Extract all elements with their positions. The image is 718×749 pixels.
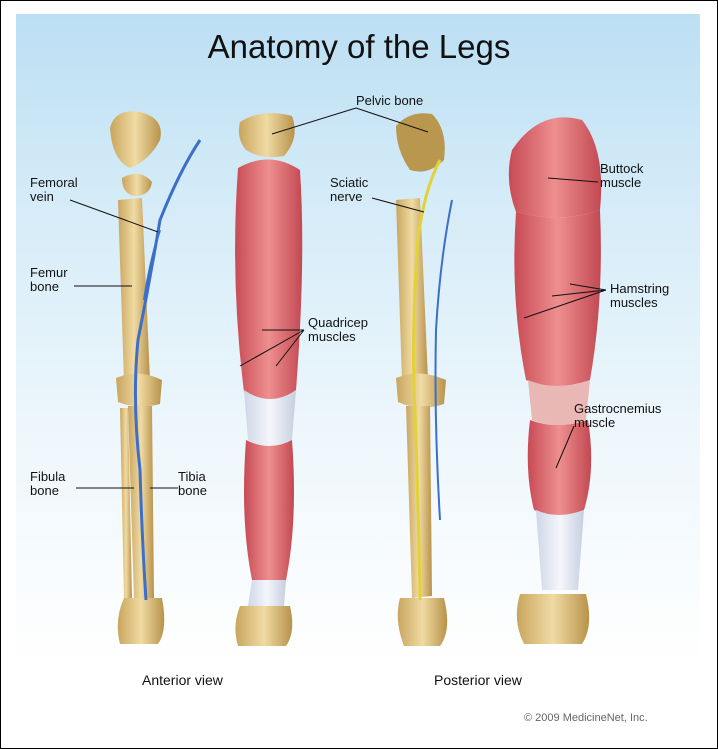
leader-femoral-vein <box>70 200 158 232</box>
label-sciatic-nerve: Sciatic nerve <box>330 176 368 204</box>
posterior-skeleton-leg <box>396 113 452 646</box>
copyright-notice: © 2009 MedicineNet, Inc. <box>524 712 648 724</box>
label-hamstring-muscles: Hamstring muscles <box>610 282 669 310</box>
quadricep-muscle-group <box>235 159 302 400</box>
knee-posterior <box>396 373 446 407</box>
achilles-tendon <box>536 510 584 590</box>
label-fibula-bone: Fibula bone <box>30 470 65 498</box>
femur-head <box>122 174 152 196</box>
pelvic-bone-right <box>239 113 295 157</box>
buttock-muscle-shape <box>509 117 601 217</box>
shin-muscle-anterior <box>244 440 294 585</box>
label-quadricep-muscles: Quadricep muscles <box>308 316 368 344</box>
caption-anterior-view: Anterior view <box>142 672 223 688</box>
ankle-tendon-anterior <box>248 580 286 606</box>
label-buttock-muscle: Buttock muscle <box>600 162 643 190</box>
posterior-muscle-leg <box>509 117 601 644</box>
label-pelvic-bone: Pelvic bone <box>356 94 423 108</box>
label-gastrocnemius-muscle: Gastrocnemius muscle <box>574 402 661 430</box>
gastrocnemius-shape <box>528 420 591 515</box>
anterior-skeleton-leg <box>110 111 200 644</box>
label-femoral-vein: Femoral vein <box>30 176 78 204</box>
posterior-vein-path <box>436 200 453 520</box>
knee-anterior <box>116 373 162 406</box>
hamstring-muscle-group <box>514 210 601 386</box>
pelvic-bone-left <box>110 111 161 168</box>
label-femur-bone: Femur bone <box>30 266 68 294</box>
caption-posterior-view: Posterior view <box>434 672 522 688</box>
anterior-muscle-leg <box>235 113 302 646</box>
foot-anterior <box>118 598 165 644</box>
foot-anterior-muscle-view <box>235 606 292 646</box>
foot-posterior <box>398 598 447 646</box>
label-tibia-bone: Tibia bone <box>178 470 207 498</box>
foot-posterior-muscle-view <box>517 594 589 644</box>
figure-title: Anatomy of the Legs <box>0 28 718 66</box>
